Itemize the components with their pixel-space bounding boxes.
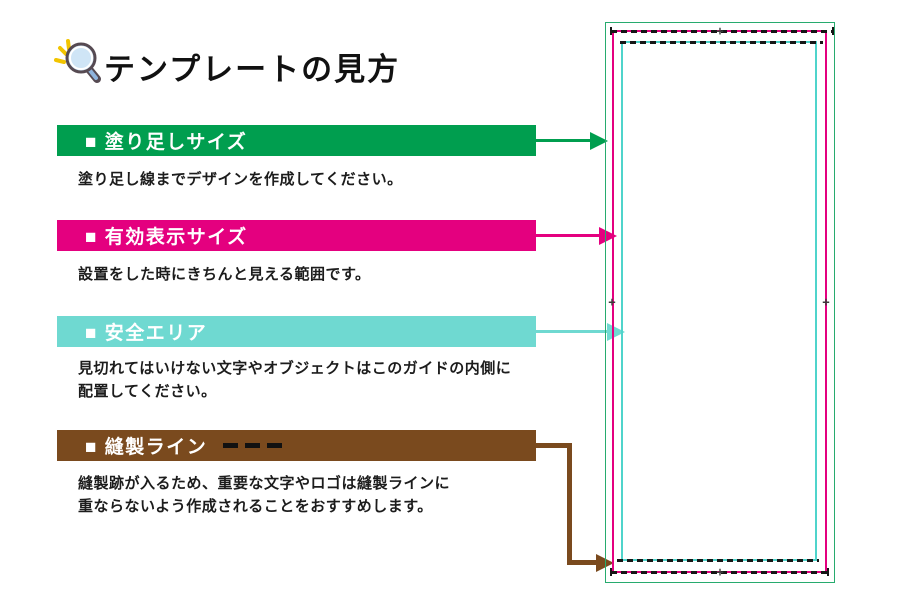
center-mark-right: + xyxy=(822,295,830,309)
page-title: テンプレートの見方 xyxy=(104,52,401,87)
legend-bleed-size: ■ 塗り足しサイズ xyxy=(57,125,536,156)
legend-effective-display-size: ■ 有効表示サイズ xyxy=(57,220,536,251)
center-mark-bottom: + xyxy=(716,565,724,579)
effective-arrow-shaft xyxy=(536,234,599,237)
safe-arrow-head xyxy=(607,323,625,341)
sewing-tick-bottom-right xyxy=(827,568,829,576)
legend-effective-display-size-label: ■ 有効表示サイズ xyxy=(85,227,248,248)
sewing-dash-bottom-inner xyxy=(617,559,819,562)
dashed-line-icon xyxy=(223,443,283,448)
sewing-tick-top-left xyxy=(610,27,612,35)
sewing-arrow-segment-h1 xyxy=(536,443,572,448)
legend-sewing-line: ■ 縫製ライン xyxy=(57,430,536,461)
safe-arrow-shaft xyxy=(536,330,607,333)
bleed-arrow-shaft xyxy=(536,139,591,142)
sewing-arrow-segment-h2 xyxy=(567,560,598,565)
safe-area-description: 見切れてはいけない文字やオブジェクトはこのガイドの内側に 配置してください。 xyxy=(78,360,512,400)
bleed-arrow-head xyxy=(590,132,608,150)
sewing-dash-bottom-outer xyxy=(611,571,829,574)
sewing-dash-top-inner xyxy=(620,41,823,44)
template-bleed-rect xyxy=(605,22,835,583)
sewing-dash-top-outer xyxy=(611,30,834,33)
center-mark-left: + xyxy=(608,295,616,309)
bleed-size-description: 塗り足し線までデザインを作成してください。 xyxy=(78,171,403,188)
effective-display-size-description: 設置をした時にきちんと見える範囲です。 xyxy=(78,266,371,283)
legend-sewing-line-label: ■ 縫製ライン xyxy=(85,437,208,458)
sewing-tick-top-right xyxy=(832,27,834,35)
sewing-tick-bottom-left xyxy=(610,568,612,576)
template-safe-rect xyxy=(621,41,817,561)
center-mark-top: + xyxy=(716,24,724,38)
legend-bleed-size-label: ■ 塗り足しサイズ xyxy=(85,132,248,153)
sewing-line-description: 縫製跡が入るため、重要な文字やロゴは縫製ラインに 重ならないよう作成されることを… xyxy=(78,475,451,515)
sewing-arrow-segment-v xyxy=(567,443,572,565)
magnifier-icon xyxy=(52,37,104,91)
legend-safe-area-label: ■ 安全エリア xyxy=(85,323,208,344)
legend-safe-area: ■ 安全エリア xyxy=(57,316,536,347)
